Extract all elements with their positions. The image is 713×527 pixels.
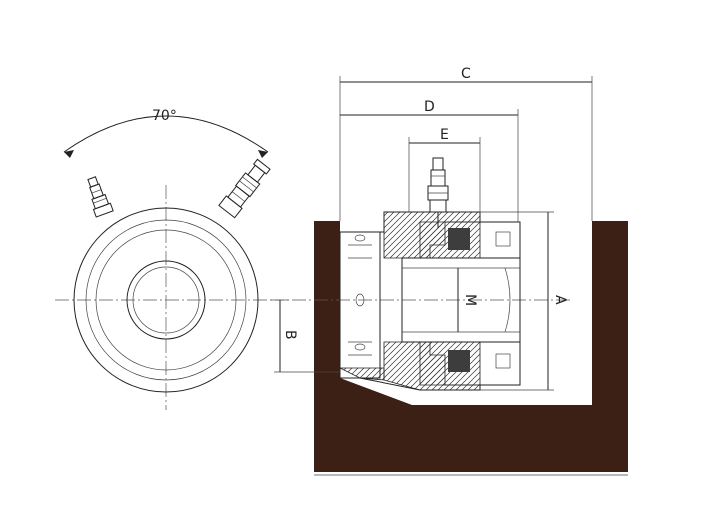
stop-screw-lower bbox=[495, 353, 511, 369]
dim-a-label: A bbox=[552, 295, 568, 305]
nose-lower-hatch bbox=[339, 367, 385, 381]
dim-e-label: E bbox=[440, 127, 449, 143]
body-chamfer-circle bbox=[85, 219, 247, 381]
bore-outer-circle bbox=[126, 260, 206, 340]
dim-m-label: M bbox=[462, 294, 478, 306]
end-view: 70° bbox=[55, 108, 290, 410]
angle-arrow-left bbox=[64, 150, 74, 158]
nose-piece bbox=[339, 231, 381, 379]
seal-lower bbox=[448, 350, 470, 372]
dim-d-label: D bbox=[424, 99, 435, 115]
foundation-block bbox=[314, 221, 628, 472]
dim-b-label: B bbox=[282, 330, 298, 340]
stop-screw-upper bbox=[495, 231, 511, 247]
nose-slot-center bbox=[355, 293, 365, 307]
piston-circle bbox=[95, 229, 237, 371]
right-coupler-fitting bbox=[218, 158, 271, 219]
section-view: C D E A M B bbox=[270, 66, 628, 476]
nose-slot-bottom bbox=[354, 343, 366, 351]
angle-arrow-right bbox=[258, 150, 268, 158]
dim-c-label: C bbox=[461, 66, 471, 82]
outer-body-circle bbox=[73, 207, 259, 393]
bore-end-curve bbox=[504, 267, 511, 333]
seal-upper bbox=[448, 228, 470, 250]
bore-inner-circle bbox=[132, 266, 200, 334]
center-bore bbox=[401, 257, 521, 343]
top-coupler-fitting bbox=[427, 157, 449, 228]
nose-slot-top bbox=[354, 234, 366, 242]
angle-label: 70° bbox=[152, 108, 177, 124]
angle-arc bbox=[63, 115, 269, 153]
left-coupler-fitting bbox=[87, 176, 114, 218]
